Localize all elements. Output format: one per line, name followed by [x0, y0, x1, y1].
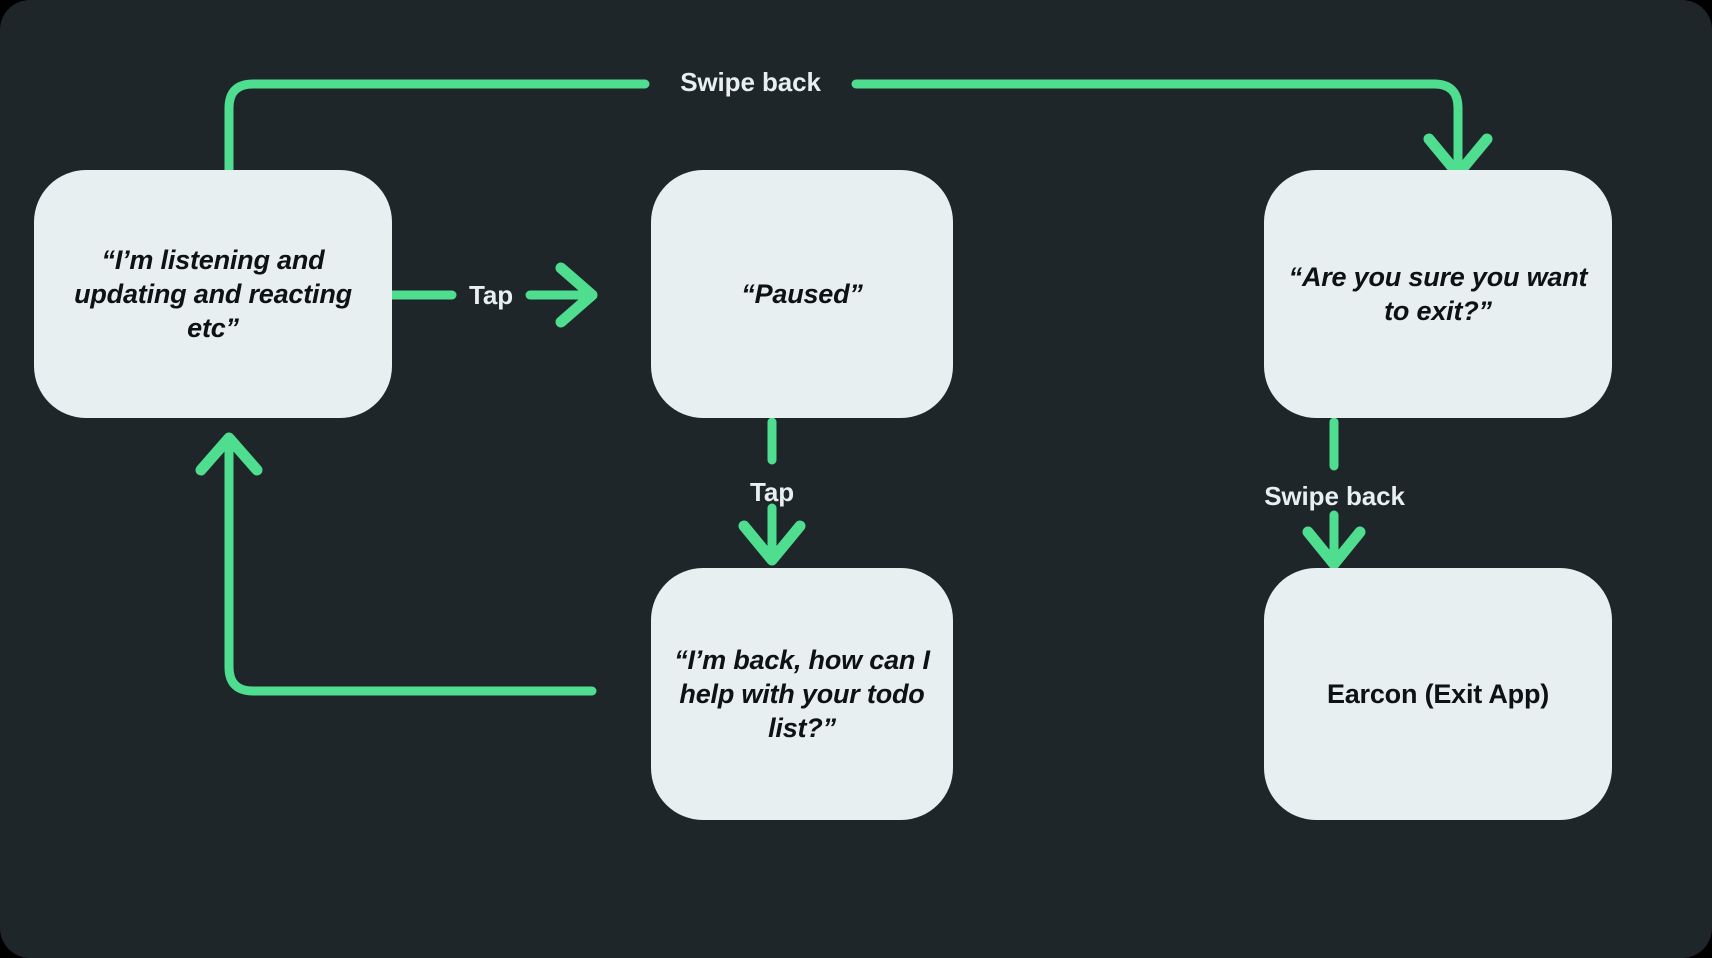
arrowhead-up-to-listening: [195, 432, 263, 476]
arrowhead-down-to-earcon: [1302, 526, 1366, 570]
node-confirm-exit-label: “Are you sure you want to exit?”: [1288, 261, 1588, 326]
edge-path-left-segment: [224, 79, 650, 183]
edge-label-swipe-back-bottom: Swipe back: [1264, 481, 1405, 511]
node-confirm-exit[interactable]: “Are you sure you want to exit?”: [1264, 170, 1612, 418]
node-paused[interactable]: “Paused”: [651, 170, 953, 418]
arrowhead-down-to-confirm: [1423, 133, 1493, 180]
arrowhead-down-to-imback: [738, 520, 806, 566]
node-listening-label: “I’m listening and updating and reacting…: [74, 244, 352, 343]
node-earcon-exit[interactable]: Earcon (Exit App): [1264, 568, 1612, 820]
edge-listening-to-confirm: [224, 79, 1493, 183]
arrowhead-right-to-paused: [555, 262, 598, 328]
edge-return-path: [224, 439, 597, 696]
edge-label-swipe-back-top: Swipe back: [680, 67, 821, 97]
node-im-back-label: “I’m back, how can I help with your todo…: [674, 644, 930, 743]
edge-imback-to-listening: [195, 432, 597, 696]
node-listening[interactable]: “I’m listening and updating and reacting…: [34, 170, 392, 418]
node-earcon-exit-label: Earcon (Exit App): [1326, 678, 1550, 709]
node-im-back[interactable]: “I’m back, how can I help with your todo…: [651, 568, 953, 820]
edge-label-tap-vertical: Tap: [750, 477, 794, 507]
edge-path-right-segment: [851, 79, 1463, 173]
node-paused-label: “Paused”: [741, 278, 863, 309]
edge-label-tap-horizontal: Tap: [469, 280, 513, 310]
